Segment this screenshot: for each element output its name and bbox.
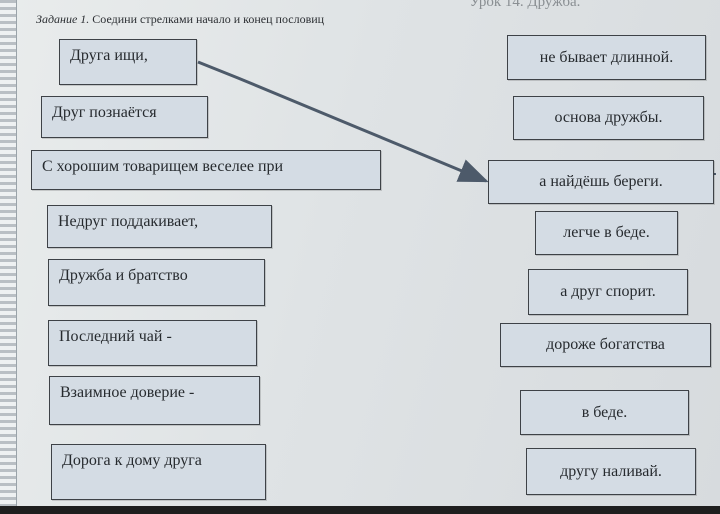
- left-item-3[interactable]: С хорошим товарищем веселее при: [31, 150, 381, 190]
- left-item-2[interactable]: Друг познаётся: [41, 96, 208, 138]
- left-item-7[interactable]: Взаимное доверие -: [49, 376, 260, 425]
- right-item-2[interactable]: основа дружбы.: [513, 96, 704, 140]
- right-item-8[interactable]: другу наливай.: [526, 448, 696, 495]
- task-text: Соедини стрелками начало и конец послови…: [92, 12, 325, 26]
- left-item-4[interactable]: Недруг поддакивает,: [47, 205, 272, 248]
- left-item-5[interactable]: Дружба и братство: [48, 259, 265, 306]
- task-number: Задание 1.: [36, 12, 90, 26]
- right-item-5[interactable]: а друг спорит.: [528, 269, 688, 315]
- left-item-6[interactable]: Последний чай -: [48, 320, 257, 366]
- lesson-title: Урок 14. Дружба.: [469, 0, 581, 10]
- right-item-6[interactable]: дороже богатства: [500, 323, 711, 367]
- left-item-1[interactable]: Друга ищи,: [59, 39, 197, 85]
- spiral-binding: [0, 0, 17, 506]
- right-item-3[interactable]: а найдёшь береги.: [488, 160, 714, 204]
- right-item-1[interactable]: не бывает длинной.: [507, 35, 706, 80]
- right-item-4[interactable]: легче в беде.: [535, 211, 678, 255]
- task-instruction: Задание 1. Соедини стрелками начало и ко…: [36, 12, 324, 27]
- right-item-7[interactable]: в беде.: [520, 390, 689, 435]
- left-item-8[interactable]: Дорога к дому друга: [51, 444, 266, 500]
